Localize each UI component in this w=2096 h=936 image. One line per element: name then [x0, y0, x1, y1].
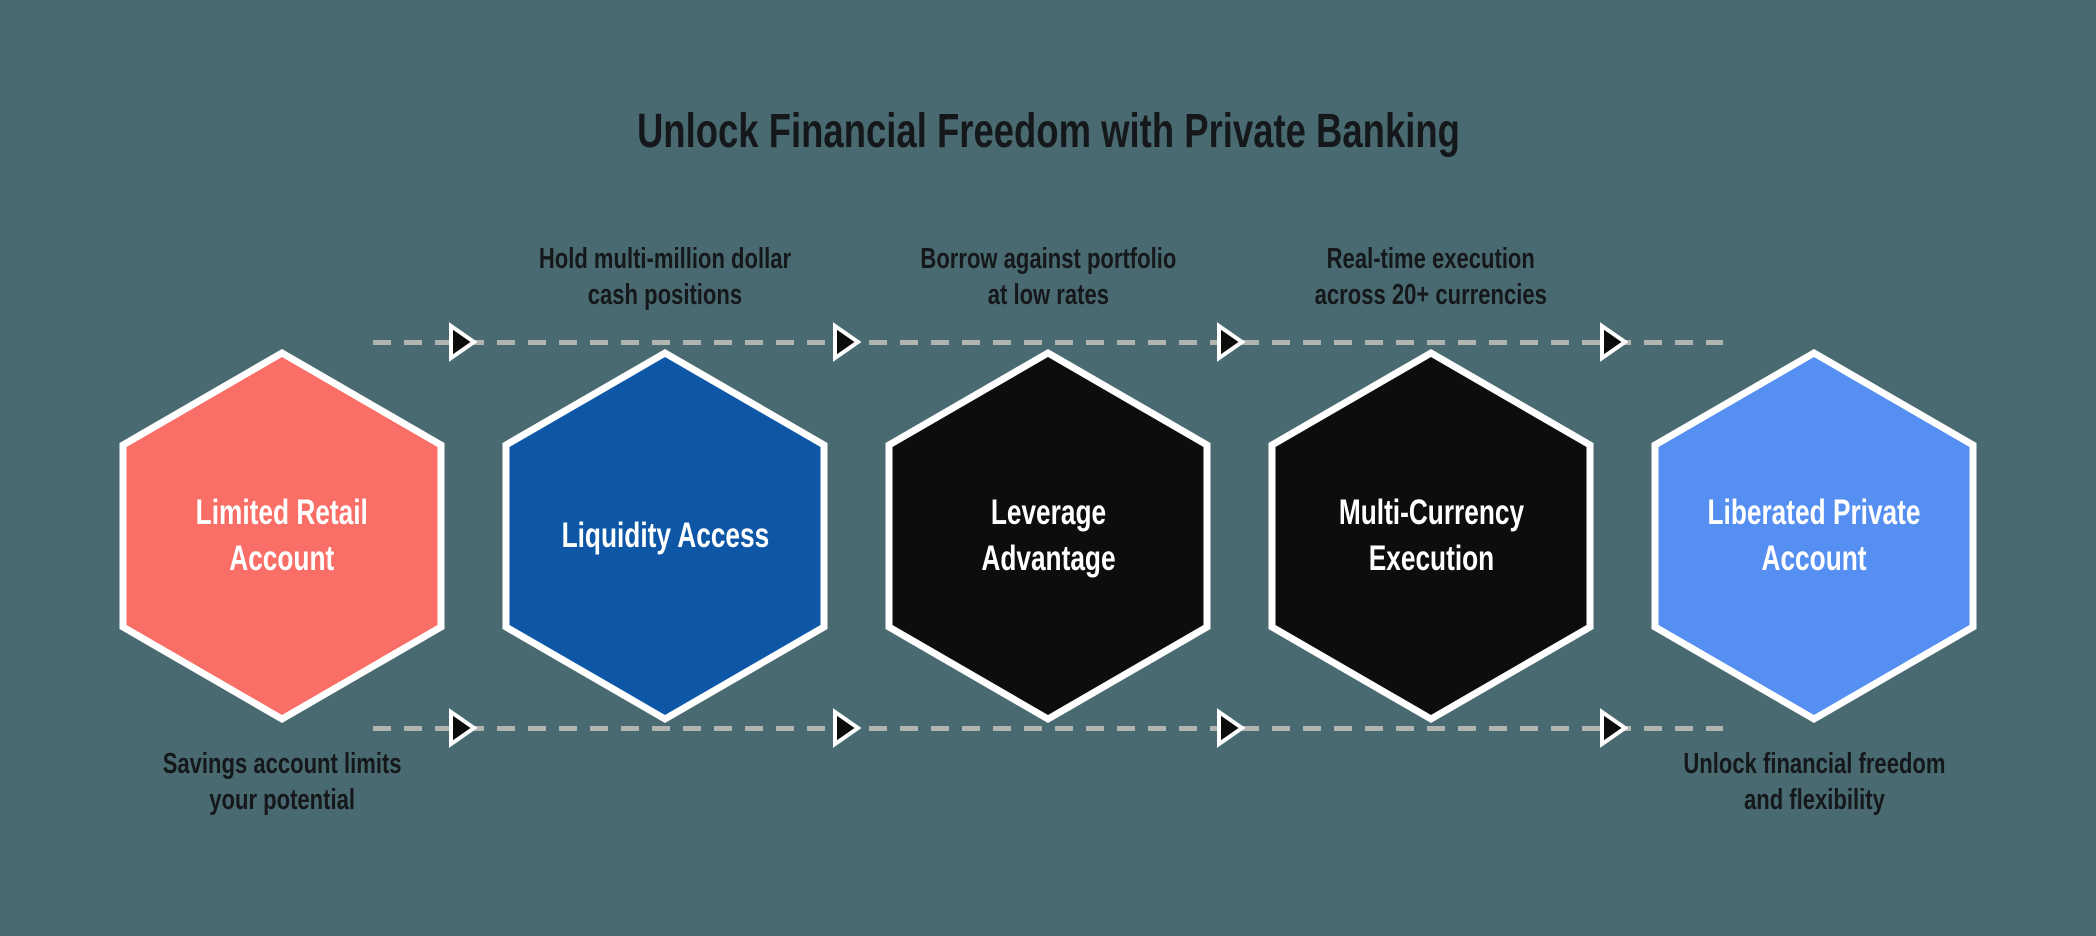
arrow-right-icon	[831, 707, 862, 749]
arrow-right-icon	[831, 321, 862, 363]
hexagon-label: Multi-Currency Execution	[1338, 493, 1524, 578]
hexagon-label: Leverage Advantage	[980, 493, 1116, 578]
page-title: Unlock Financial Freedom with Private Ba…	[0, 104, 2096, 159]
hexagon-label: Limited Retail Account	[195, 493, 369, 578]
arrow-right-icon	[447, 707, 478, 749]
hexagon-shape	[1268, 348, 1594, 724]
caption-real-time-execution: Real-time execution across 20+ currencie…	[1314, 243, 1548, 311]
hexagon-limited-retail-account: Limited Retail Account	[116, 346, 448, 726]
hexagon-shape	[885, 348, 1211, 724]
top-flow-dashed-line	[373, 340, 1723, 345]
caption-hold-cash-positions: Hold multi-million dollar cash positions	[538, 243, 792, 311]
arrow-right-icon	[1598, 707, 1629, 749]
hexagon-leverage-advantage: Leverage Advantage	[882, 346, 1214, 726]
hexagon-shape	[1651, 348, 1977, 724]
caption-savings-account-limits: Savings account limits your potential	[162, 748, 402, 816]
caption-unlock-financial-freedom: Unlock financial freedom and flexibility	[1682, 748, 1946, 816]
caption-borrow-against-portfolio: Borrow against portfolio at low rates	[920, 243, 1176, 311]
arrow-right-icon	[1215, 321, 1246, 363]
hexagon-multi-currency-execution: Multi-Currency Execution	[1265, 346, 1597, 726]
hexagon-label: Liberated Private Account	[1707, 493, 1921, 578]
hexagon-shape	[119, 348, 445, 724]
hexagon-liberated-private-account: Liberated Private Account	[1648, 346, 1980, 726]
arrow-right-icon	[447, 321, 478, 363]
hexagon-label: Liquidity Access	[561, 516, 769, 556]
hexagon-liquidity-access: Liquidity Access	[499, 346, 831, 726]
arrow-right-icon	[1215, 707, 1246, 749]
bottom-flow-dashed-line	[373, 726, 1723, 731]
hexagon-shape	[502, 348, 828, 724]
page-title-text: Unlock Financial Freedom with Private Ba…	[636, 105, 1460, 158]
arrow-right-icon	[1598, 321, 1629, 363]
